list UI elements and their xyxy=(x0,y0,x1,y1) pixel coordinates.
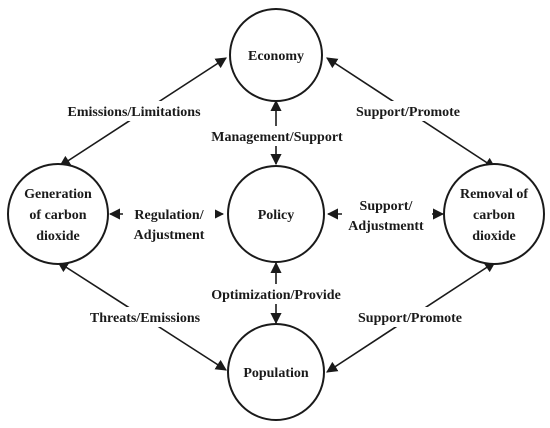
node-removal: Removal of carbon dioxide xyxy=(443,163,545,265)
node-removal-label-2: carbon xyxy=(473,208,515,223)
node-removal-label-3: dioxide xyxy=(472,229,516,244)
node-generation-label-3: dioxide xyxy=(36,229,80,244)
edge-label-optimization-provide: Optimization/Provide xyxy=(211,288,341,303)
node-economy: Economy xyxy=(229,8,323,102)
edge-label-support-promote-top: Support/Promote xyxy=(356,105,460,120)
node-policy-label-1: Policy xyxy=(258,208,295,223)
edge-label-emissions-limitations: Emissions/Limitations xyxy=(67,105,201,120)
node-generation-label-2: of carbon xyxy=(29,208,86,223)
edge-label-regulation: Regulation/ xyxy=(134,208,204,223)
edge-label-support: Support/ xyxy=(360,199,414,214)
edge-label-management-support: Management/Support xyxy=(211,130,343,145)
node-removal-label-1: Removal of xyxy=(460,187,528,202)
node-economy-label-1: Economy xyxy=(248,49,304,64)
node-population-label-1: Population xyxy=(243,366,309,381)
edge-label-threats-emissions: Threats/Emissions xyxy=(90,311,201,326)
node-population: Population xyxy=(227,323,325,421)
edge-label-support-promote-bottom: Support/Promote xyxy=(358,311,462,326)
edge-label-adjustment: Adjustment xyxy=(134,228,205,243)
node-generation-label-1: Generation xyxy=(24,187,92,202)
edge-label-adjustmentt: Adjustmentt xyxy=(348,219,424,234)
node-policy: Policy xyxy=(227,165,325,263)
node-generation: Generation of carbon dioxide xyxy=(7,163,109,265)
